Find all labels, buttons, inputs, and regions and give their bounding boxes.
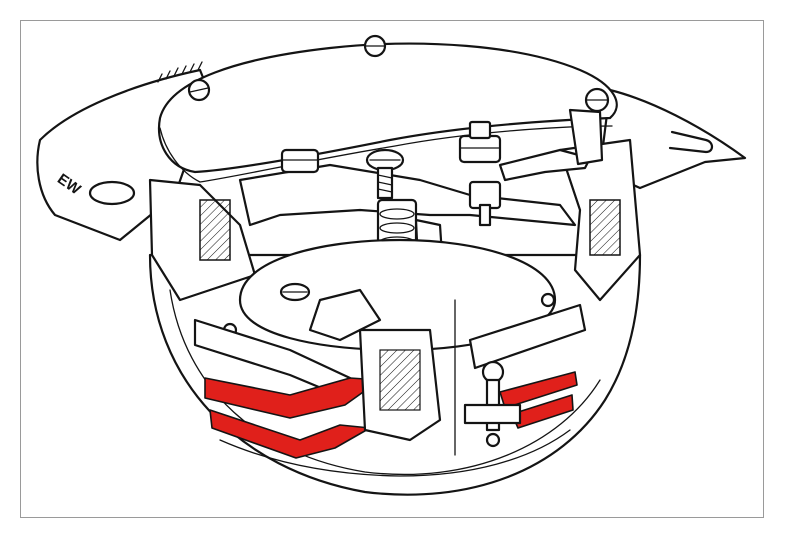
left-wall-section: [199, 199, 231, 261]
cover-plate-edge: [159, 125, 613, 183]
adjuster-nut-right: [458, 120, 502, 164]
inner-cutaway-top: [238, 163, 577, 227]
flange-scale-ticks: [157, 61, 203, 83]
inner-floor-line: [219, 429, 571, 477]
red-contact-strip-lower-left: [209, 409, 371, 459]
adjuster-screw-center: [365, 148, 405, 200]
adjuster-screw-left: [280, 148, 320, 174]
top-cover-plate: [157, 42, 618, 174]
cover-screw-top: [363, 34, 387, 58]
cover-screw-left: [187, 78, 211, 102]
contact-stack-right: [468, 303, 587, 370]
disc-screw: [279, 282, 311, 302]
dome-lower-rim: [169, 289, 601, 476]
flange-slot: [668, 130, 714, 154]
pivot-hatch: [379, 349, 421, 411]
cover-screw-right: [584, 87, 610, 113]
flange-mounting-hole: [88, 180, 136, 206]
terminal-screw: [468, 180, 502, 227]
disc-rivet-right: [540, 292, 556, 308]
contact-lever: [498, 148, 592, 182]
right-wall-section: [589, 199, 621, 256]
lever-arm-right: [568, 108, 604, 166]
red-contact-strip-right-upper: [499, 371, 578, 409]
lower-right-bracket: [463, 403, 522, 425]
